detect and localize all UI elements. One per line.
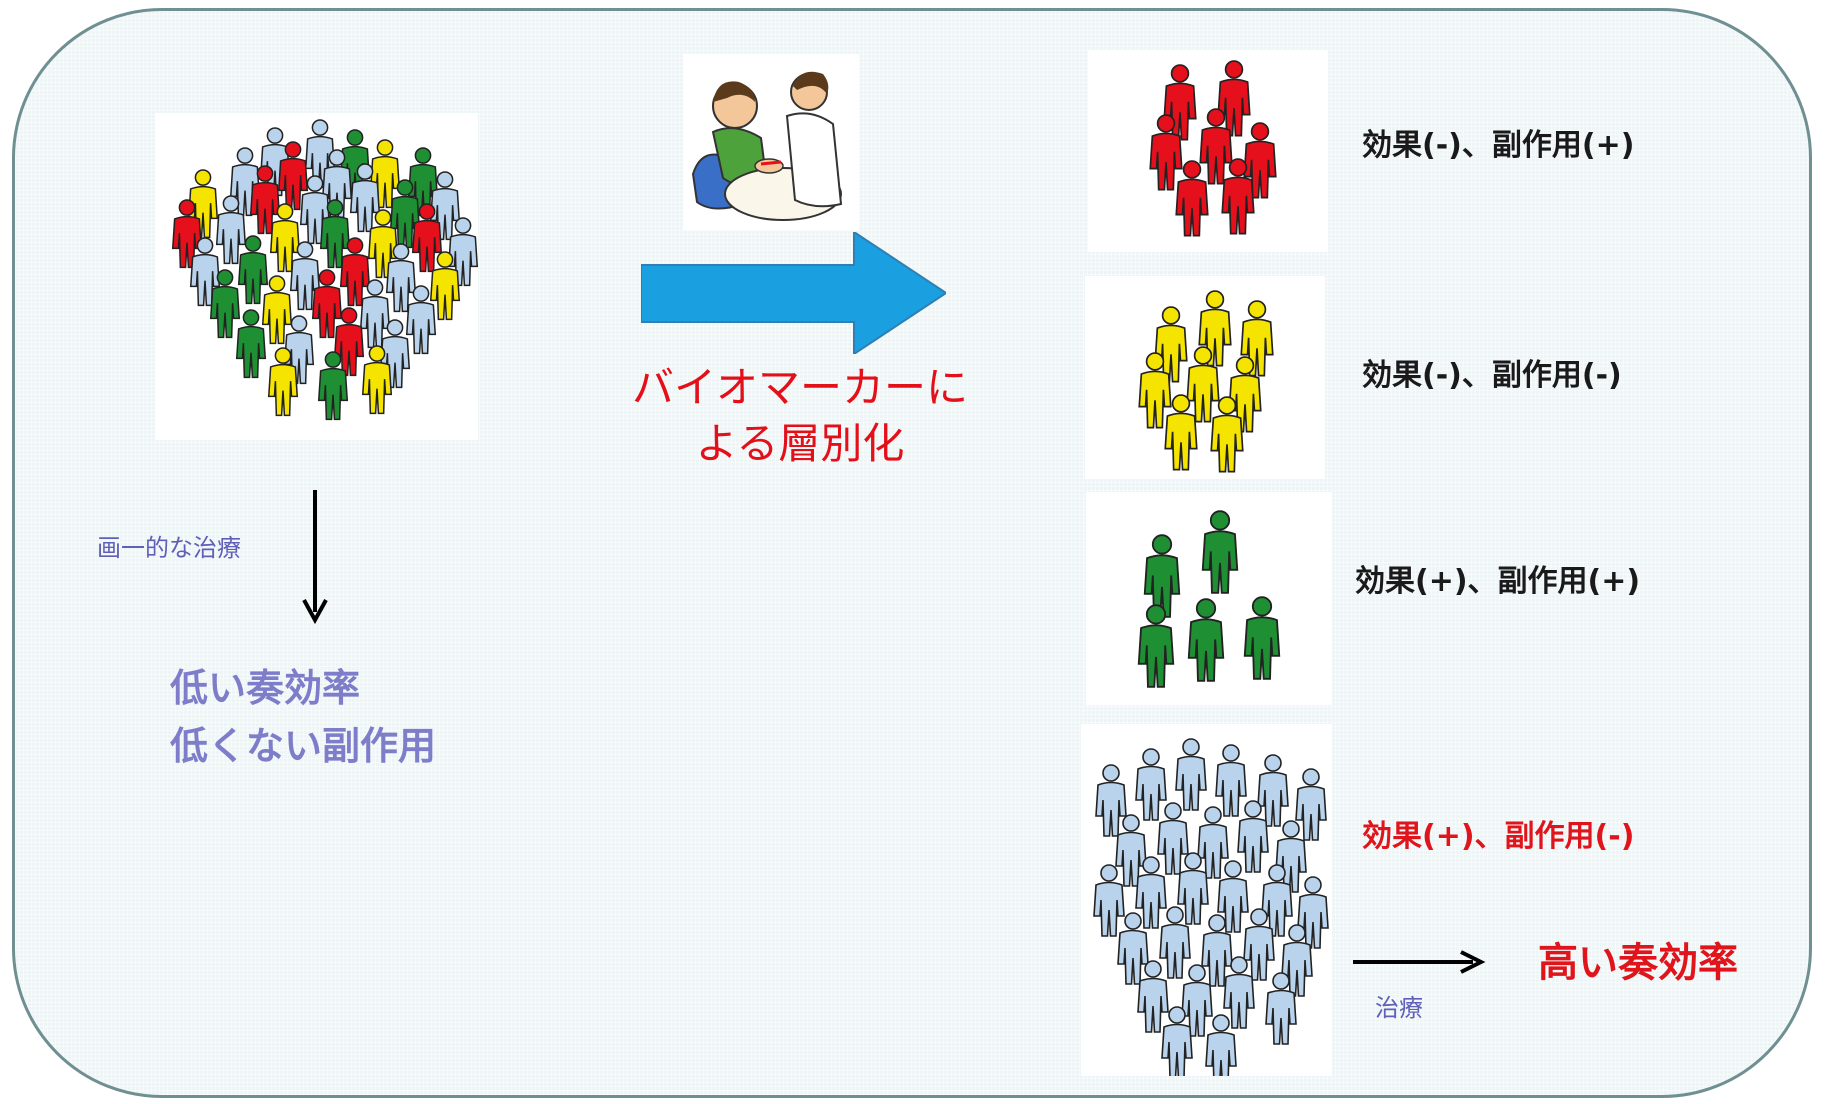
person-icon bbox=[1295, 768, 1327, 841]
person-icon bbox=[1163, 64, 1197, 141]
person-icon bbox=[1228, 356, 1262, 433]
person-icon bbox=[429, 251, 461, 321]
person-icon bbox=[1164, 394, 1198, 471]
person-icon bbox=[189, 237, 221, 307]
person-icon bbox=[1137, 604, 1175, 688]
person-icon bbox=[261, 275, 293, 345]
down-arrow-icon bbox=[302, 490, 328, 625]
person-icon bbox=[1243, 596, 1281, 680]
group-yellow-image bbox=[1085, 276, 1325, 479]
low-response-text: 低い奏効率 bbox=[170, 666, 361, 710]
person-icon bbox=[1261, 864, 1293, 937]
person-icon bbox=[1175, 738, 1207, 811]
person-icon bbox=[1143, 534, 1181, 618]
person-icon bbox=[1157, 802, 1189, 875]
person-icon bbox=[289, 241, 321, 311]
group-red-label: 効果(-)、副作用(+) bbox=[1362, 128, 1635, 163]
stratification-arrow-icon bbox=[641, 232, 946, 354]
mixed-population-image bbox=[155, 113, 478, 440]
person-icon bbox=[1197, 806, 1229, 879]
person-icon bbox=[1297, 876, 1329, 949]
person-icon bbox=[283, 315, 315, 385]
person-icon bbox=[1199, 108, 1233, 185]
person-icon bbox=[1175, 160, 1209, 237]
person-icon bbox=[1095, 764, 1127, 837]
person-icon bbox=[1149, 114, 1183, 191]
person-icon bbox=[1137, 960, 1169, 1033]
group-lightblue-image bbox=[1081, 724, 1332, 1076]
person-icon bbox=[359, 279, 391, 349]
person-icon bbox=[1159, 906, 1191, 979]
person-icon bbox=[267, 347, 299, 417]
group-red-image bbox=[1088, 50, 1328, 252]
people-crowd-icon bbox=[171, 119, 478, 421]
person-icon bbox=[1186, 346, 1220, 423]
person-icon bbox=[1135, 748, 1167, 821]
person-icon bbox=[333, 307, 365, 377]
person-icon bbox=[379, 319, 411, 389]
person-icon bbox=[1210, 396, 1244, 473]
person-icon bbox=[1217, 60, 1251, 137]
person-icon bbox=[1281, 924, 1313, 997]
stratification-line-1: バイオマーカーに bbox=[631, 363, 968, 412]
person-icon bbox=[405, 285, 437, 355]
stratification-line-2: よる層別化 bbox=[695, 419, 905, 468]
person-icon bbox=[237, 235, 269, 305]
person-icon bbox=[411, 203, 443, 273]
person-icon bbox=[1177, 852, 1209, 925]
right-arrow-icon bbox=[1353, 950, 1486, 974]
person-icon bbox=[277, 141, 309, 211]
uniform-treatment-label: 画一的な治療 bbox=[97, 534, 241, 562]
person-icon bbox=[1275, 820, 1307, 893]
person-icon bbox=[1217, 860, 1249, 933]
group-lightblue-label: 効果(+)、副作用(-) bbox=[1362, 819, 1635, 854]
doctor-patient-image bbox=[683, 54, 859, 230]
person-icon bbox=[1115, 814, 1147, 887]
group-yellow-label: 効果(-)、副作用(-) bbox=[1362, 358, 1622, 393]
yellow-people-icon bbox=[1138, 290, 1274, 473]
person-icon bbox=[1205, 1014, 1237, 1076]
person-icon bbox=[1265, 972, 1297, 1045]
person-icon bbox=[1223, 956, 1255, 1029]
person-icon bbox=[1201, 510, 1239, 594]
person-icon bbox=[1181, 964, 1213, 1037]
person-icon bbox=[209, 269, 241, 339]
person-icon bbox=[1215, 744, 1247, 817]
person-icon bbox=[1187, 598, 1225, 682]
person-icon bbox=[235, 309, 267, 379]
high-response-text: 高い奏効率 bbox=[1538, 940, 1738, 986]
green-people-icon bbox=[1137, 510, 1281, 688]
person-icon bbox=[1093, 864, 1125, 937]
person-icon bbox=[1257, 754, 1289, 827]
red-people-icon bbox=[1149, 60, 1277, 237]
person-icon bbox=[1221, 158, 1255, 235]
person-icon bbox=[215, 195, 247, 265]
side-effect-text: 低くない副作用 bbox=[170, 724, 437, 768]
person-icon bbox=[304, 119, 336, 189]
person-icon bbox=[1161, 1006, 1193, 1076]
group-green-label: 効果(+)、副作用(+) bbox=[1355, 564, 1641, 599]
person-icon bbox=[1135, 856, 1167, 929]
person-icon bbox=[1154, 306, 1188, 383]
person-icon bbox=[1243, 908, 1275, 981]
stratification-text: バイオマーカーに よる層別化 bbox=[605, 360, 995, 472]
person-icon bbox=[361, 345, 393, 415]
lightblue-people-icon bbox=[1093, 738, 1329, 1076]
person-icon bbox=[1237, 800, 1269, 873]
person-icon bbox=[367, 209, 399, 279]
doctor-patient-icon bbox=[691, 71, 843, 221]
person-icon bbox=[1138, 352, 1172, 429]
group-green-image bbox=[1086, 492, 1332, 705]
person-icon bbox=[317, 351, 349, 421]
treatment-label: 治療 bbox=[1375, 994, 1423, 1022]
